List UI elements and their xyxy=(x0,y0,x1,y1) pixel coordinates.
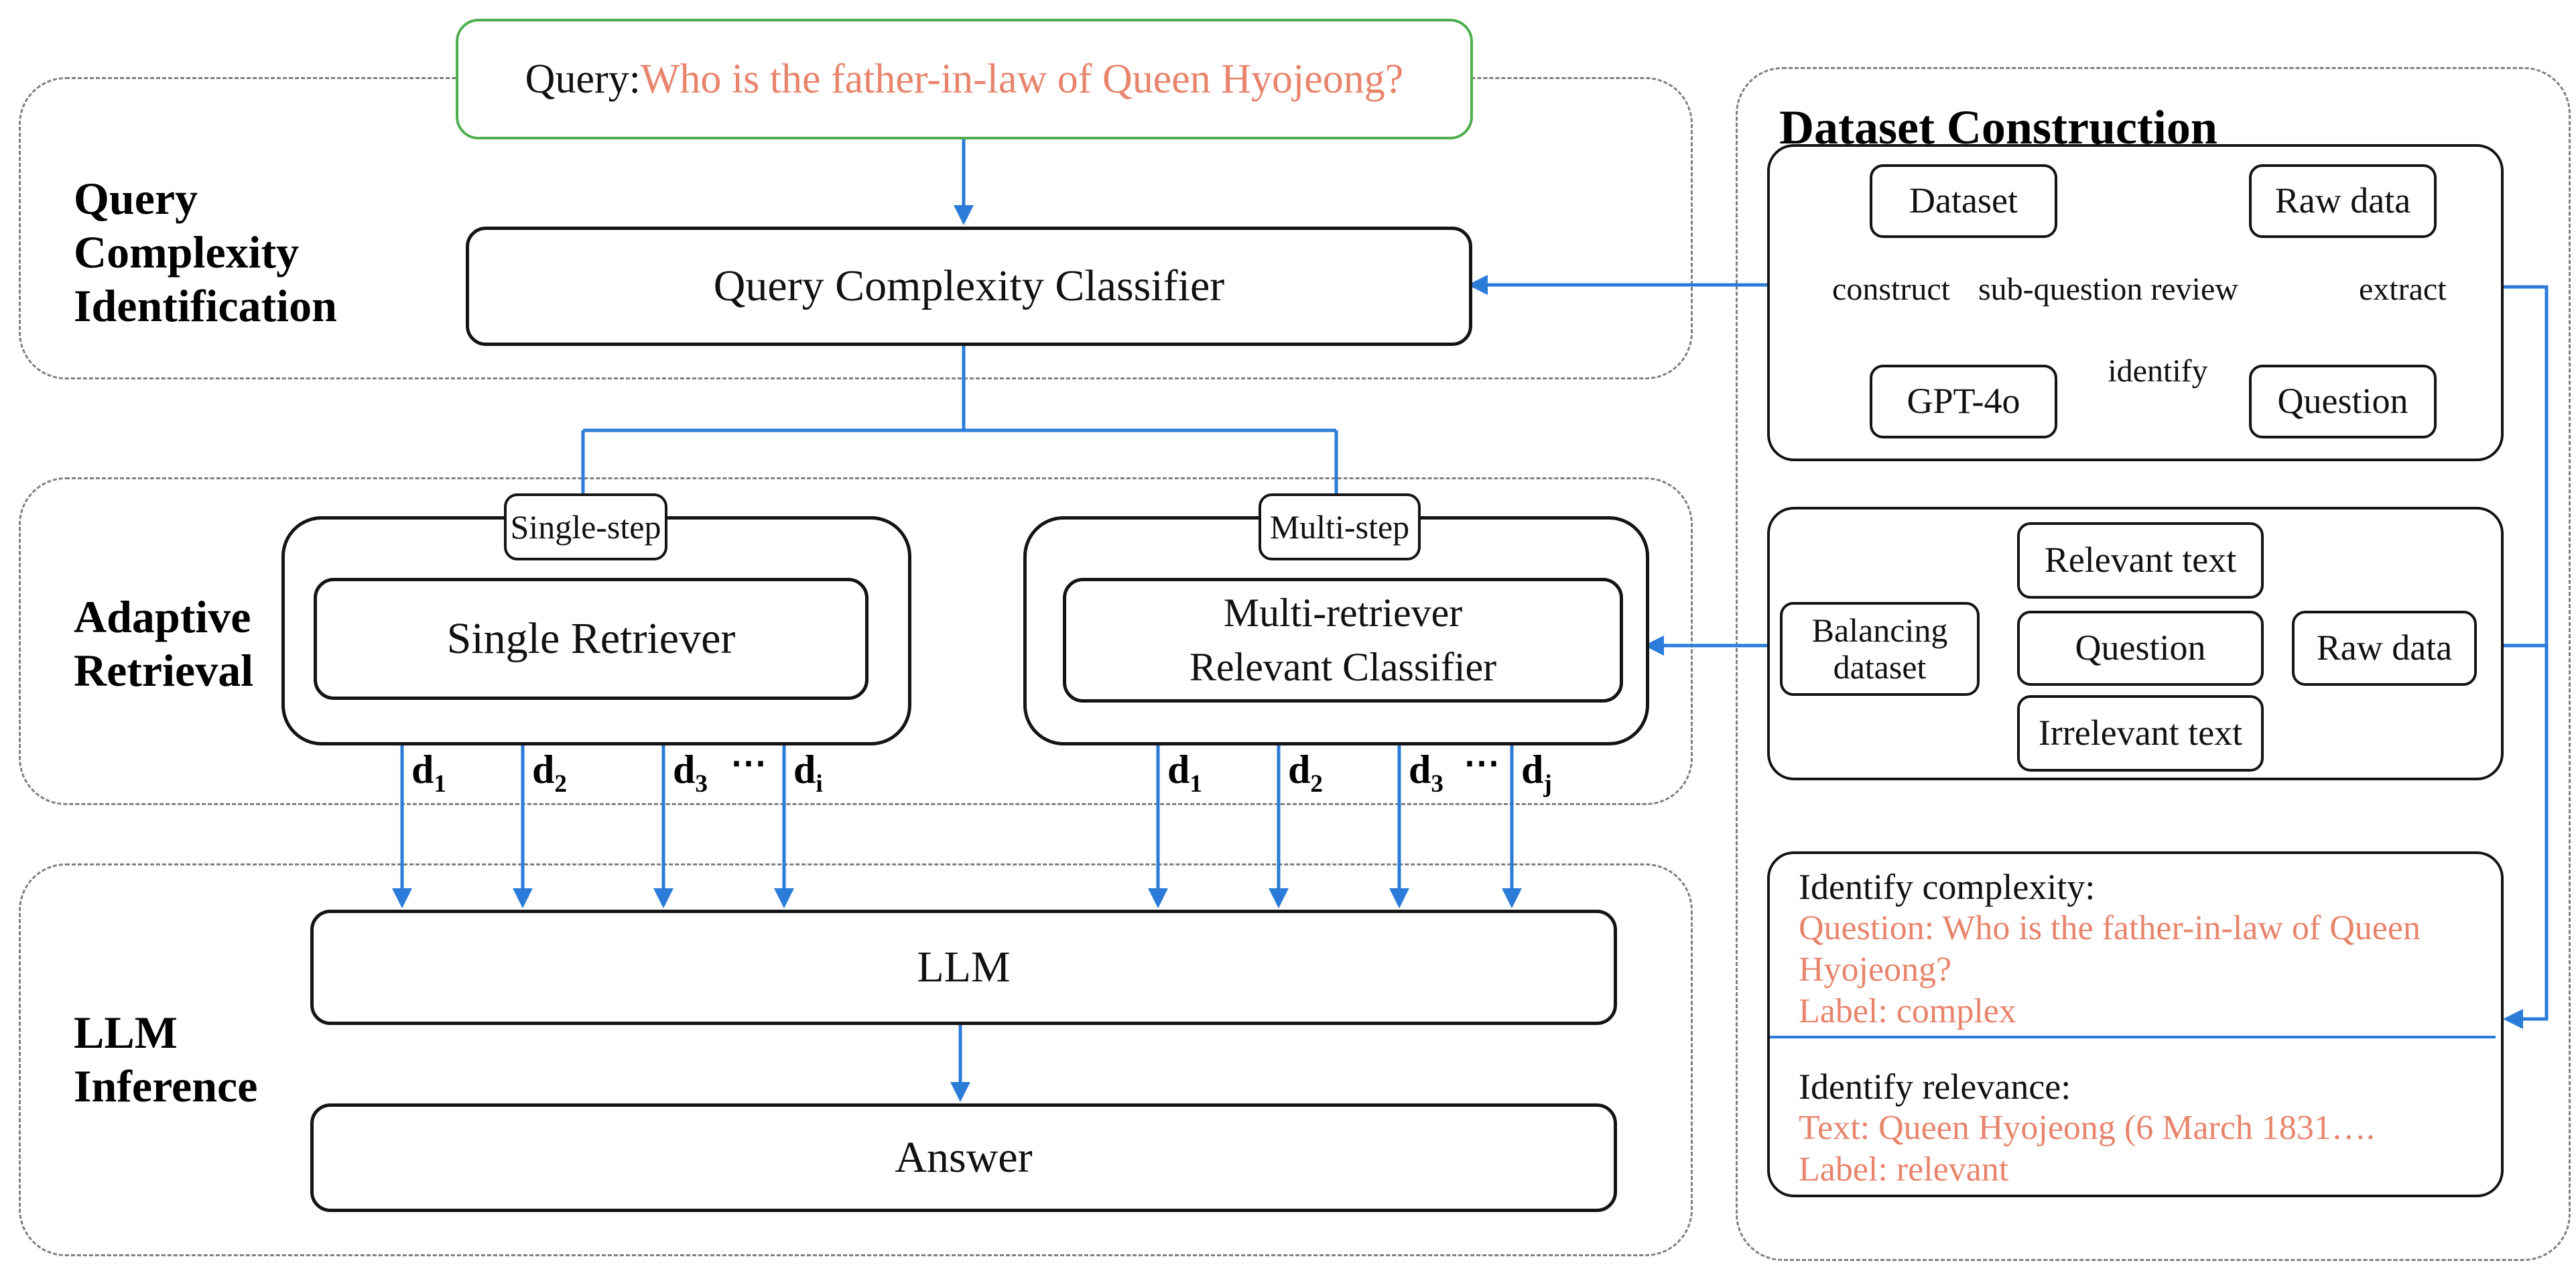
answer-label: Answer xyxy=(895,1133,1033,1182)
balancing-dataset-box: Balancing dataset xyxy=(1780,602,1980,696)
arrowhead-drop-s4 xyxy=(774,888,794,908)
doc-label-d2-single: d2 xyxy=(532,747,567,798)
identify-arrow-label: identify xyxy=(2108,353,2208,389)
identify-complexity-header: Identify complexity: xyxy=(1799,867,2096,907)
query-prefix: Query: xyxy=(525,56,641,102)
arrowhead-into-classifier-right xyxy=(1468,275,1488,295)
arrowhead-drop-m2 xyxy=(1269,888,1289,908)
arrowhead-into-multi-classifier-right xyxy=(1644,636,1664,656)
doc-label-dj-multi: dj xyxy=(1521,747,1552,798)
query-complexity-classifier-label: Query Complexity Classifier xyxy=(713,261,1225,310)
doc-label-d3-single: d3 xyxy=(673,747,708,798)
arrowhead-into-example-box xyxy=(2503,1009,2523,1029)
label-query-complexity-identification: Query Complexity Identification xyxy=(74,173,337,332)
multi-step-label: Multi-step xyxy=(1269,508,1410,546)
query-question-text: Who is the father-in-law of Queen Hyojeo… xyxy=(640,56,1404,102)
single-step-box: Single-step xyxy=(504,493,667,560)
raw-data-node-box: Raw data xyxy=(2249,164,2437,238)
relevant-text-box: Relevant text xyxy=(2017,522,2264,599)
section-dataset-construction xyxy=(1736,67,2571,1261)
single-retriever-box: Single Retriever xyxy=(314,578,868,700)
llm-label: LLM xyxy=(917,943,1011,991)
multi-retriever-classifier-label: Multi-retriever Relevant Classifier xyxy=(1189,591,1497,689)
irrelevant-text-label: Irrelevant text xyxy=(2038,713,2243,753)
sub-question-review-arrow-label: sub-question review xyxy=(1978,272,2238,307)
arrowhead-drop-s2 xyxy=(513,888,533,908)
llm-box: LLM xyxy=(310,910,1617,1025)
answer-box: Answer xyxy=(310,1103,1617,1212)
arrowhead-drop-m4 xyxy=(1502,888,1522,908)
dataset-node-box: Dataset xyxy=(1870,164,2057,238)
identify-complexity-example: Question: Who is the father-in-law of Qu… xyxy=(1799,909,2421,1030)
question-b-label: Question xyxy=(2075,627,2206,668)
raw-data-b-label: Raw data xyxy=(2316,627,2453,668)
identify-examples-box xyxy=(1767,851,2504,1197)
query-complexity-classifier-box: Query Complexity Classifier xyxy=(466,227,1472,346)
construct-arrow-label: construct xyxy=(1832,272,1950,307)
identify-relevance-example: Text: Queen Hyojeong (6 March 1831…. Lab… xyxy=(1799,1109,2375,1189)
arrowhead-drop-m3 xyxy=(1389,888,1409,908)
section-adaptive-retrieval xyxy=(19,477,1693,805)
connector-classifier-split xyxy=(581,339,1338,560)
connector-multi-doc-drops xyxy=(1156,739,1514,892)
raw-data-node-label: Raw data xyxy=(2274,180,2411,221)
relevant-text-label: Relevant text xyxy=(2044,540,2237,581)
question-node-box: Question xyxy=(2249,365,2437,438)
single-retriever-label: Single Retriever xyxy=(446,614,736,663)
question-node-label: Question xyxy=(2277,381,2408,422)
section-llm-inference xyxy=(19,863,1693,1256)
balancing-dataset-label: Balancing dataset xyxy=(1811,611,1948,686)
arrowhead-drop-s1 xyxy=(392,888,412,908)
arrowhead-drop-m1 xyxy=(1148,888,1168,908)
irrelevant-text-box: Irrelevant text xyxy=(2017,695,2264,772)
example-divider-line xyxy=(1770,1036,2496,1038)
multi-step-box: Multi-step xyxy=(1259,493,1421,560)
multi-retriever-classifier-box: Multi-retriever Relevant Classifier xyxy=(1063,578,1623,703)
doc-ellipsis-multi: ⋯ xyxy=(1464,743,1500,783)
question-b-box: Question xyxy=(2017,611,2264,686)
gpt4o-node-box: GPT-4o xyxy=(1870,365,2057,438)
identify-relevance-header: Identify relevance: xyxy=(1799,1067,2071,1107)
doc-label-di-single: di xyxy=(793,747,823,798)
arrowhead-into-classifier-top xyxy=(954,205,974,225)
label-adaptive-retrieval: Adaptive Retrieval xyxy=(74,591,254,697)
doc-label-d1-single: d1 xyxy=(411,747,446,798)
arrowhead-drop-s3 xyxy=(653,888,673,908)
query-box: Query: Who is the father-in-law of Queen… xyxy=(456,19,1473,139)
connector-single-doc-drops xyxy=(400,739,786,892)
extract-arrow-label: extract xyxy=(2359,272,2447,307)
label-llm-inference: LLM Inference xyxy=(74,1007,258,1112)
doc-label-d2-multi: d2 xyxy=(1288,747,1323,798)
dataset-node-label: Dataset xyxy=(1909,180,2018,221)
single-step-label: Single-step xyxy=(510,508,661,546)
doc-label-d3-multi: d3 xyxy=(1409,747,1443,798)
doc-ellipsis-single: ⋯ xyxy=(730,743,767,783)
arrowhead-into-answer xyxy=(950,1082,970,1102)
connector-panel-right-loop xyxy=(2498,285,2549,1021)
raw-data-b-box: Raw data xyxy=(2292,611,2477,686)
gpt4o-node-label: GPT-4o xyxy=(1907,381,2020,422)
doc-label-d1-multi: d1 xyxy=(1167,747,1202,798)
